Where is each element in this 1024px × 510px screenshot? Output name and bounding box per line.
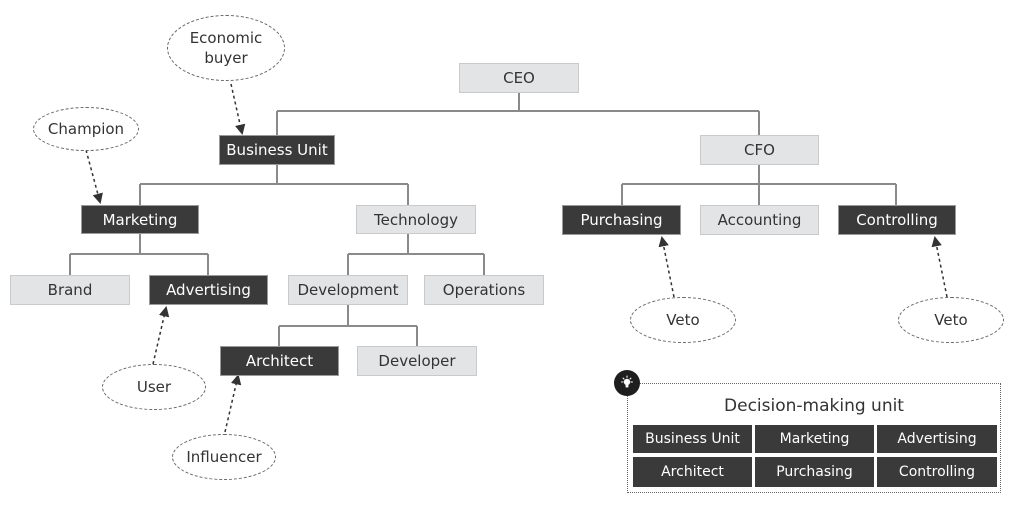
node-brand: Brand	[10, 275, 130, 305]
technology-connector	[347, 234, 485, 275]
dmu-cell-architect: Architect	[633, 457, 752, 487]
influencer-arrow	[224, 373, 242, 433]
development-connector	[278, 305, 418, 346]
dmu-cell-marketing: Marketing	[755, 425, 874, 453]
economic-buyer-arrow	[230, 83, 246, 136]
node-cfo: CFO	[700, 135, 819, 165]
decision-making-unit-title: Decision-making unit	[724, 396, 904, 416]
node-accounting: Accounting	[700, 205, 819, 235]
node-architect: Architect	[220, 346, 339, 376]
role-economic-buyer: Economic buyer	[167, 15, 285, 81]
champion-arrow	[85, 149, 103, 205]
lightbulb-icon	[614, 370, 640, 396]
ceo-connector	[276, 93, 760, 135]
decision-making-unit-panel: Decision-making unit	[627, 383, 1001, 493]
role-influencer: Influencer	[172, 434, 276, 480]
node-development: Development	[288, 275, 408, 305]
node-controlling: Controlling	[838, 205, 956, 235]
node-technology: Technology	[356, 205, 476, 234]
marketing-connector	[69, 234, 209, 275]
cfo-connector	[621, 165, 897, 205]
role-champion: Champion	[33, 107, 139, 151]
veto-purchasing-arrow	[658, 235, 675, 298]
dmu-cell-advertising: Advertising	[877, 425, 997, 453]
role-veto-purchasing: Veto	[630, 297, 736, 343]
node-purchasing: Purchasing	[562, 205, 681, 235]
dmu-cell-business-unit: Business Unit	[633, 425, 752, 453]
veto-controlling-arrow	[931, 235, 948, 298]
dmu-cell-controlling: Controlling	[877, 457, 997, 487]
dmu-cell-purchasing: Purchasing	[755, 457, 874, 487]
role-economic-buyer-line2: buyer	[204, 49, 248, 67]
role-veto-controlling: Veto	[898, 297, 1004, 343]
node-operations: Operations	[424, 275, 544, 305]
node-ceo: CEO	[459, 63, 579, 93]
user-arrow	[152, 305, 170, 365]
role-user: User	[102, 364, 206, 410]
role-economic-buyer-line1: Economic	[189, 29, 263, 47]
business-unit-connector	[139, 165, 409, 205]
node-advertising: Advertising	[149, 275, 268, 305]
node-business-unit: Business Unit	[219, 135, 335, 165]
node-marketing: Marketing	[81, 205, 199, 234]
node-developer: Developer	[357, 346, 477, 376]
